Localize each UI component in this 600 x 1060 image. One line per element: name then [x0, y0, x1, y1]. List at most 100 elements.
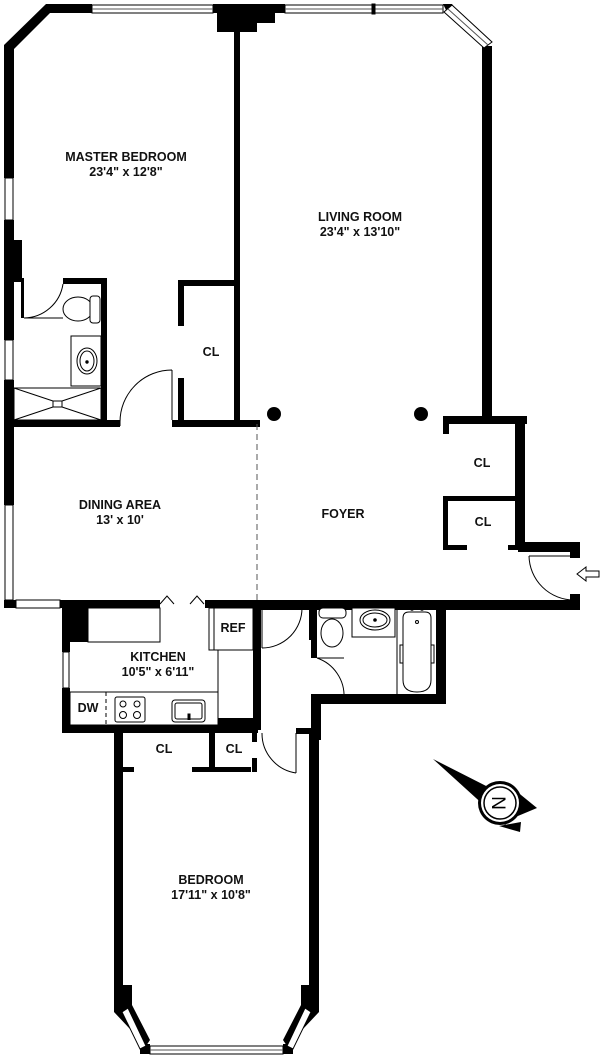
closet-label-foyer-upper: CL: [473, 456, 491, 470]
wall-living-right: [482, 46, 492, 418]
door-entry[interactable]: [528, 555, 575, 601]
kitchen-fixtures: [69, 607, 254, 726]
wall-bath-right: [436, 600, 446, 704]
wall-dining-top-right: [172, 420, 260, 427]
bathtub-icon: [396, 607, 435, 694]
wall-master-top-left-corner: [4, 4, 92, 50]
refrigerator-label: REF: [220, 621, 246, 635]
wall-kitchen-left-lower: [62, 688, 70, 732]
wall-bedroom-closet-left-bottom: [114, 767, 134, 772]
closet-label-bedroom-right: CL: [225, 742, 243, 756]
room-name: LIVING ROOM: [317, 210, 403, 224]
window-dining-left: [4, 504, 14, 601]
wall-closet-right: [515, 416, 525, 546]
wall-corridor-right: [311, 700, 321, 740]
room-dimensions: 13' x 10': [96, 513, 144, 527]
room-label-dining-area: DINING AREA 13' x 10': [79, 498, 161, 528]
wall-closet-mid: [443, 496, 523, 501]
door-bedroom[interactable]: [261, 732, 297, 774]
closet-label-bedroom-left: CL: [155, 742, 173, 756]
wall-bedroom-right: [309, 730, 319, 998]
column-right: [414, 407, 428, 421]
wall-entry-top: [518, 542, 580, 552]
wall-master-left-lower: [4, 220, 14, 340]
wall-master-left-pier: [10, 240, 22, 282]
wall-closet-bottom-right: [508, 545, 526, 550]
north-compass-icon: N: [433, 759, 537, 832]
window-master-left: [4, 177, 14, 221]
hall-bath-fixtures: [318, 607, 435, 694]
wall-bedroom-left: [114, 730, 123, 998]
wall-bath-left-upper: [311, 604, 317, 658]
doors: [23, 283, 575, 774]
wall-kitchen-top-right: [205, 600, 261, 608]
wall-kitchen-bottom: [62, 725, 258, 733]
wall-south-main: [255, 600, 580, 610]
window-bedroom-corner-right: [286, 1007, 312, 1050]
window-bath-left: [4, 339, 14, 381]
wall-bedroom-window-corner-left: [140, 1044, 150, 1054]
wall-partition-master-living: [234, 30, 240, 422]
wall-left-dining: [4, 380, 14, 505]
wall-bath-master-right: [101, 278, 107, 426]
closet-label-foyer-lower: CL: [474, 515, 492, 529]
wall-bedroom-window-corner-right: [283, 1044, 293, 1054]
wall-kitchen-right-block: [218, 718, 258, 730]
wall-bedroom-closet-right-jamb-bottom: [252, 758, 257, 772]
stove-icon: [114, 696, 146, 723]
walls: [4, 4, 580, 1054]
wall-closet-master-top: [178, 280, 238, 286]
room-label-bedroom: BEDROOM 17'11" x 10'8": [171, 873, 251, 903]
wall-closet-master-left-lower: [178, 378, 184, 426]
door-kitchen-bifold[interactable]: [159, 595, 205, 605]
shower-master-bath-icon: [13, 387, 102, 421]
wall-closet-bottom-left: [443, 545, 467, 550]
wall-top-pier: [213, 4, 285, 32]
dishwasher-label: DW: [77, 701, 99, 715]
window-kitchen-left: [62, 651, 70, 689]
toilet-master-bath-icon: [62, 295, 101, 324]
wall-kitchen-left-upper: [62, 600, 70, 652]
room-name: FOYER: [321, 507, 365, 521]
refrigerator: [208, 607, 254, 651]
toilet-hall-bath-icon: [318, 607, 347, 648]
door-master-bath[interactable]: [23, 283, 64, 319]
room-name: MASTER BEDROOM: [65, 150, 187, 164]
wall-closet-top: [443, 416, 527, 424]
wall-corridor-top-lower: [296, 728, 318, 734]
compass-north-letter: N: [490, 796, 511, 810]
wall-bedroom-closet-right-bottom: [192, 767, 251, 772]
door-master-bedroom[interactable]: [119, 369, 173, 426]
entry-arrow-icon: [576, 565, 600, 583]
master-bath-fixtures: [13, 295, 102, 421]
sink-master-bath-icon: [76, 347, 98, 375]
room-name: DINING AREA: [78, 498, 162, 512]
wall-bath-bottom: [311, 694, 439, 704]
wall-bedroom-closet-right-jamb-top: [252, 730, 257, 742]
wall-closet-left-upper: [443, 420, 449, 434]
wall-bath-master-top: [63, 278, 107, 284]
room-label-kitchen: KITCHEN 10'5" x 6'11": [122, 650, 195, 680]
room-dimensions: 17'11" x 10'8": [171, 888, 251, 902]
wall-bath-master-left-door: [21, 278, 24, 318]
windows: [4, 3, 493, 1055]
room-name: BEDROOM: [178, 873, 244, 887]
wall-kitchen-top: [60, 600, 160, 608]
wall-bath-master-bottom: [4, 420, 120, 427]
window-dining-bottom: [15, 599, 61, 609]
wall-entry-jamb-top: [570, 542, 580, 558]
room-dimensions: 10'5" x 6'11": [121, 665, 195, 679]
room-label-foyer: FOYER: [321, 507, 364, 522]
wall-closet-master-left-upper: [178, 280, 184, 326]
column-left: [267, 407, 281, 421]
wall-kitchen-right: [253, 602, 261, 730]
wall-closet-left-lower: [443, 496, 448, 550]
kitchen-counter-top: [87, 607, 161, 643]
room-dimensions: 23'4" x 13'10": [319, 225, 401, 239]
wall-dining-bottom-left-pier: [4, 600, 16, 608]
door-hall-bath[interactable]: [316, 657, 345, 699]
door-foyer-corridor[interactable]: [261, 607, 303, 649]
room-dimensions: 23'4" x 12'8": [89, 165, 163, 179]
wall-bedroom-closet-divider: [209, 730, 215, 772]
